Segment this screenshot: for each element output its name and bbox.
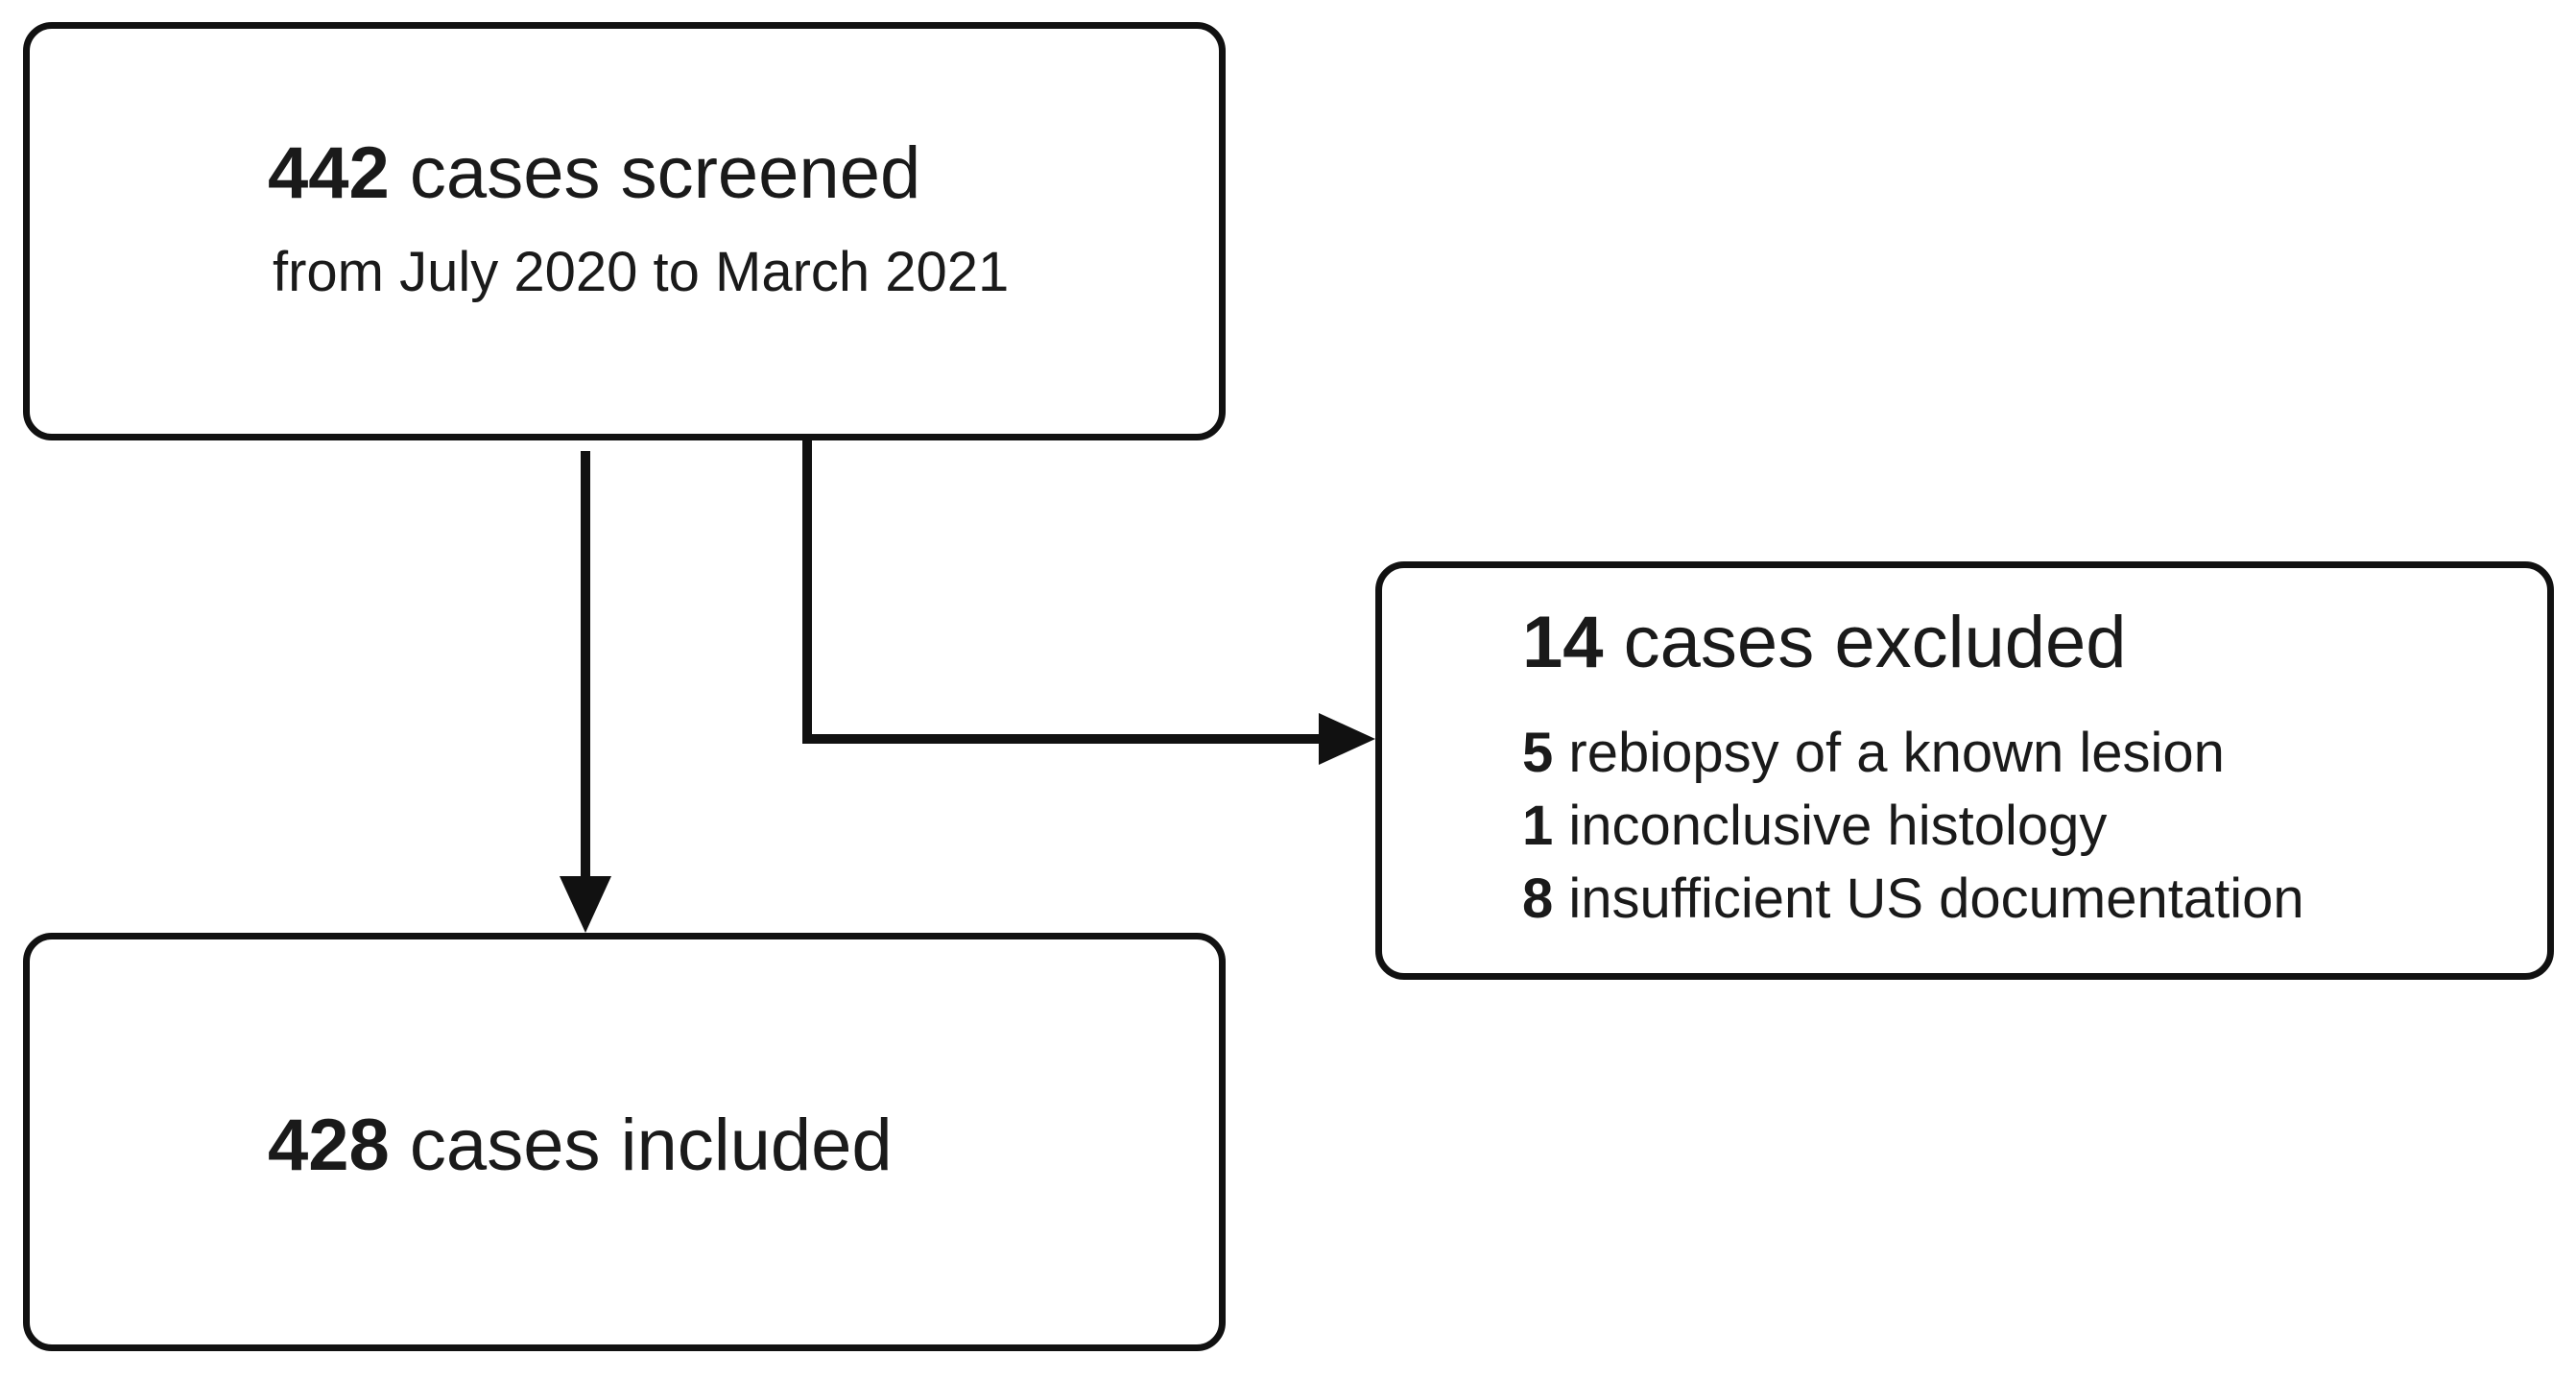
exclusion-reason: 8 insufficient US documentation [1522, 863, 2304, 936]
reason-label: rebiopsy of a known lesion [1553, 722, 2225, 784]
included-headline: 428 cases included [268, 1109, 893, 1182]
exclusion-reason: 5 rebiopsy of a known lesion [1522, 717, 2304, 790]
excluded-count: 14 [1522, 602, 1604, 683]
excluded-box: 14 cases excluded 5 rebiopsy of a known … [1375, 561, 2554, 980]
excluded-headline: 14 cases excluded [1522, 606, 2127, 679]
reason-label: inconclusive histology [1553, 795, 2108, 857]
screened-count: 442 [268, 132, 390, 214]
screened-period: from July 2020 to March 2021 [273, 241, 1010, 303]
included-label: cases included [389, 1105, 893, 1186]
excluded-label: cases excluded [1603, 602, 2127, 683]
included-count: 428 [268, 1105, 390, 1186]
arrow-screened-to-excluded [802, 440, 1324, 744]
exclusion-reason: 1 inconclusive histology [1522, 790, 2304, 863]
arrowhead-included [560, 876, 611, 933]
reason-count: 5 [1522, 722, 1554, 784]
arrowhead-excluded [1319, 713, 1375, 765]
screened-headline: 442 cases screened [268, 137, 920, 210]
included-box: 428 cases included [23, 933, 1226, 1351]
screened-box: 442 cases screened from July 2020 to Mar… [23, 22, 1226, 440]
screened-label: cases screened [389, 132, 921, 214]
reason-label: insufficient US documentation [1553, 868, 2304, 930]
exclusion-reasons-list: 5 rebiopsy of a known lesion 1 inconclus… [1522, 717, 2304, 936]
reason-count: 8 [1522, 868, 1554, 930]
reason-count: 1 [1522, 795, 1554, 857]
